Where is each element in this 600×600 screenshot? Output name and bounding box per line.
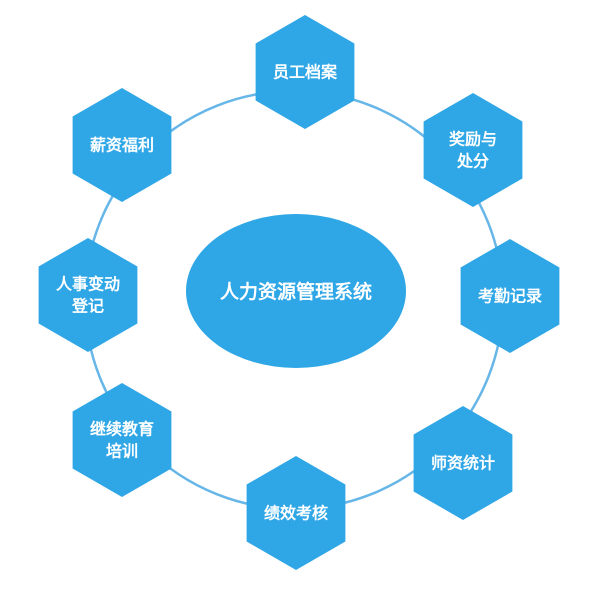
hex-label: 登记: [71, 297, 104, 316]
hexagon-shape: [72, 383, 172, 497]
hexagon-shape: [38, 238, 138, 352]
hexagon-shape: [72, 88, 172, 202]
hex-node-performance-appraisal: 绩效考核: [246, 456, 346, 570]
hex-label: 薪资福利: [90, 136, 154, 155]
hex-label: 绩效考核: [264, 504, 328, 523]
hex-node-salary-benefits: 薪资福利: [72, 88, 172, 202]
hex-label: 考勤记录: [478, 287, 542, 306]
hex-node-employee-records: 员工档案: [255, 15, 355, 129]
hex-label: 奖励与: [449, 130, 497, 149]
hexagon-shape: [413, 406, 513, 520]
hexagon-shape: [423, 93, 523, 207]
hex-node-attendance-records: 考勤记录: [460, 239, 560, 353]
hex-node-teacher-statistics: 师资统计: [413, 406, 513, 520]
hex-label: 培训: [106, 442, 138, 461]
center-ellipse: [186, 214, 406, 368]
hex-label: 人事变动: [56, 275, 120, 294]
hexagon-shape: [255, 15, 355, 129]
hex-label: 师资统计: [431, 454, 495, 473]
hexagon-shape: [460, 239, 560, 353]
hex-label: 员工档案: [273, 63, 338, 82]
hexagon-shape: [246, 456, 346, 570]
hex-label: 处分: [456, 152, 489, 171]
hex-label: 继续教育: [90, 420, 154, 439]
center-label: 人力资源管理系统: [220, 280, 372, 303]
